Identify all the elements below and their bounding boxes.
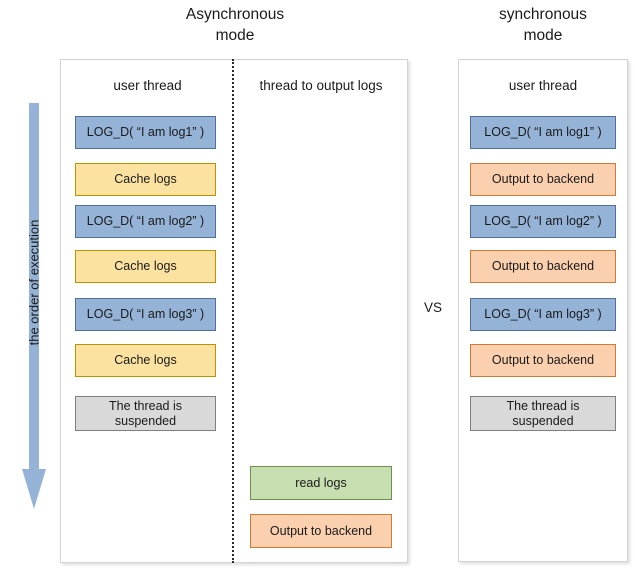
sync-mode-title: synchronous mode	[499, 6, 587, 44]
order-of-execution-arrow	[22, 103, 46, 509]
sync-step-thread-suspended[interactable]: The thread is suspended	[470, 396, 616, 431]
async-step-cache-logs-3[interactable]: Cache logs	[75, 344, 216, 377]
async-step-read-logs[interactable]: read logs	[250, 466, 392, 500]
sync-step-log2[interactable]: LOG_D( “I am log2” )	[470, 205, 616, 238]
thread-divider	[232, 59, 234, 563]
sync-step-log1[interactable]: LOG_D( “I am log1” )	[470, 116, 616, 149]
down-arrow-icon	[22, 103, 46, 509]
async-step-cache-logs-2[interactable]: Cache logs	[75, 250, 216, 283]
async-step-cache-logs-1[interactable]: Cache logs	[75, 163, 216, 196]
async-output-thread-header: thread to output logs	[259, 78, 383, 93]
sync-step-log3[interactable]: LOG_D( “I am log3” )	[470, 298, 616, 331]
async-user-thread-header: user thread	[113, 78, 182, 93]
vs-label: VS	[423, 300, 442, 315]
async-step-thread-suspended[interactable]: The thread is suspended	[75, 396, 216, 431]
async-step-log1[interactable]: LOG_D( “I am log1” )	[75, 116, 216, 149]
async-mode-title: Asynchronous mode	[185, 6, 285, 44]
sync-step-output-to-backend-3[interactable]: Output to backend	[470, 344, 616, 377]
async-step-log3[interactable]: LOG_D( “I am log3” )	[75, 298, 216, 331]
order-of-execution-label: the order of execution	[26, 219, 42, 346]
async-step-output-to-backend[interactable]: Output to backend	[250, 514, 392, 548]
async-step-log2[interactable]: LOG_D( “I am log2” )	[75, 205, 216, 238]
sync-step-output-to-backend-2[interactable]: Output to backend	[470, 250, 616, 283]
sync-user-thread-header: user thread	[508, 78, 578, 93]
sync-step-output-to-backend-1[interactable]: Output to backend	[470, 163, 616, 196]
